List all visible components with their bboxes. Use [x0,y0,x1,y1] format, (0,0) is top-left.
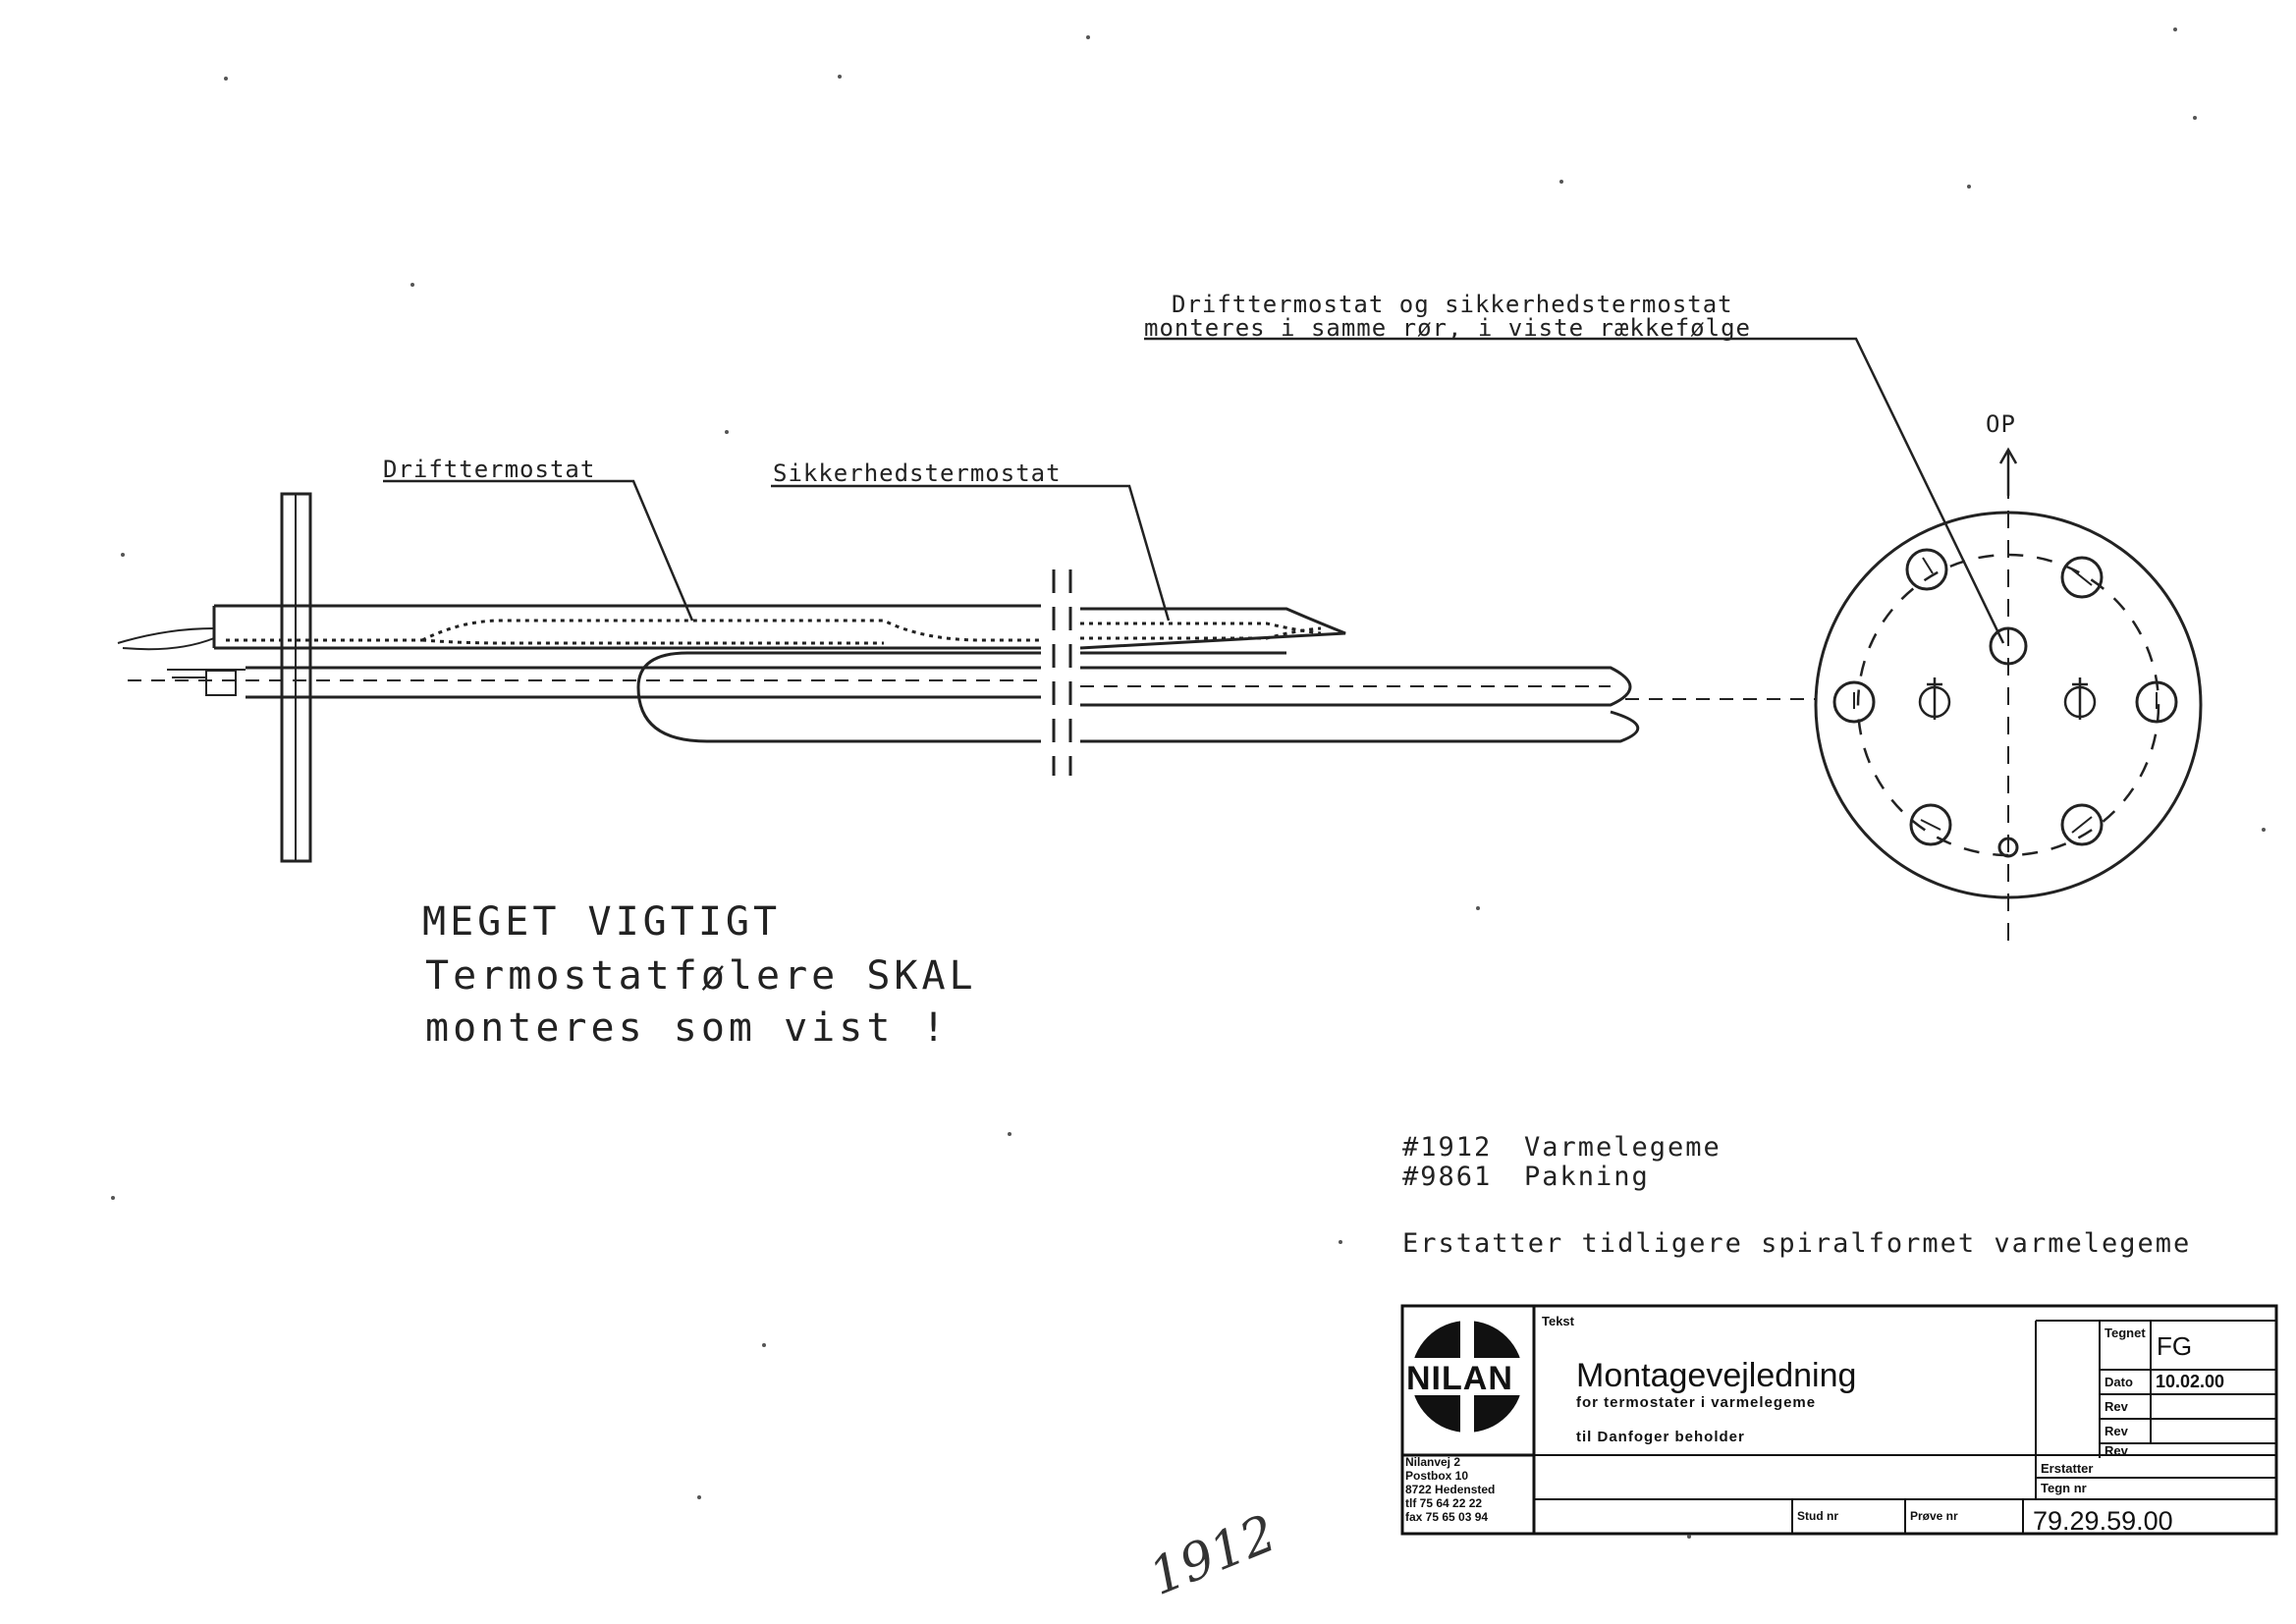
title-block: NILAN Nilanvej 2 Postbox 10 8722 Hedenst… [1400,1304,2278,1536]
label-dato: Dato [2105,1375,2133,1389]
address-line-2: Postbox 10 [1405,1469,1468,1483]
drift-label: Drifttermostat [383,456,595,483]
dato-value: 10.02.00 [2156,1372,2224,1391]
scan-specks [111,27,2266,1539]
heating-element-side-view [117,492,1817,863]
drawing-subtitle-2: til Danfoger beholder [1576,1429,1745,1445]
terminal [205,670,237,696]
svg-text:NILAN: NILAN [1406,1360,1513,1397]
flange-end-view [1814,447,2203,943]
bolt-holes [1832,548,2178,846]
heating-loop [246,651,1640,743]
warning-line1: MEGET VIGTIGT [422,899,781,945]
break-marks [1052,569,1072,776]
handwritten-note: 1912 [1141,1504,1284,1607]
label-rev-1: Rev [2105,1399,2129,1414]
warning-line2: Termostatfølere SKAL [425,953,977,999]
address-line-1: Nilanvej 2 [1405,1455,1460,1469]
label-rev-3: Rev [2105,1443,2129,1458]
part-description-1: Varmelegeme [1524,1132,1722,1163]
drawing-title: Montagevejledning [1576,1357,1856,1394]
label-prove: Prøve nr [1910,1509,1958,1523]
label-tegn-nr: Tegn nr [2041,1481,2087,1495]
drawing-subtitle: for termostater i varmelegeme [1576,1394,1816,1411]
address-line-4: tlf 75 64 22 22 [1405,1496,1482,1510]
warning-line3: monteres som vist ! [425,1005,950,1051]
leader-lines [383,337,2005,644]
field-label-tekst: Tekst [1542,1314,1575,1328]
element-terminals [1918,677,2097,720]
part-description-2: Pakning [1524,1162,1650,1192]
label-erstatter: Erstatter [2041,1461,2093,1476]
combined-note-line2: monteres i samme rør, i viste rækkefølge [1144,314,1751,342]
part-number-2: #9861 [1402,1162,1492,1192]
up-label: OP [1986,410,2016,438]
sensor-pocket-tube [212,604,1041,650]
label-stud: Stud nr [1797,1509,1838,1523]
address-line-5: fax 75 65 03 94 [1405,1510,1488,1524]
connection-wires [117,627,246,678]
tegnet-value: FG [2157,1331,2192,1361]
sikkerhed-label: Sikkerhedstermostat [773,460,1062,487]
part-number-1: #1912 [1402,1132,1492,1163]
label-tegnet: Tegnet [2105,1326,2146,1340]
label-rev-2: Rev [2105,1424,2129,1438]
nilan-logo: NILAN [1406,1321,1528,1433]
drawing-number: 79.29.59.00 [2033,1506,2173,1536]
address-line-3: 8722 Hedensted [1405,1483,1495,1496]
replacement-note: Erstatter tidligere spiralformet varmele… [1402,1228,2191,1259]
combined-note-line1: Drifttermostat og sikkerhedstermostat [1172,291,1733,318]
sensor-pocket-end [1989,626,2028,666]
